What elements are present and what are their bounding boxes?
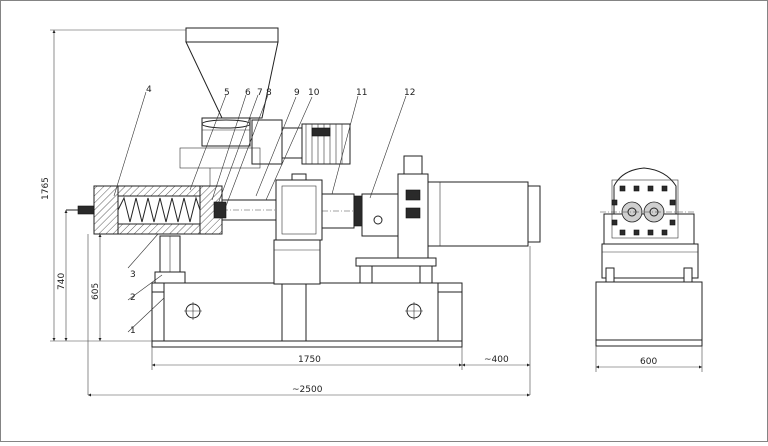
gearbox <box>273 173 363 285</box>
side-view: 1 2 3 4 5 6 7 8 9 10 11 12 1765 740 605 … <box>41 27 541 397</box>
callout-4: 4 <box>146 85 152 95</box>
dim-1765: 1765 <box>41 177 51 200</box>
callout-5: 5 <box>224 88 230 98</box>
callout-12: 12 <box>404 88 415 98</box>
dim-1750: 1750 <box>298 355 321 365</box>
callout-11: 11 <box>356 88 367 98</box>
dim-740: 740 <box>57 273 67 290</box>
barrel-screw <box>66 185 283 235</box>
dim-600: 600 <box>640 357 657 367</box>
callout-leaders <box>113 91 407 333</box>
callout-10: 10 <box>308 88 320 98</box>
feeder-motor <box>179 119 351 186</box>
callout-7: 7 <box>257 88 263 98</box>
main-motor <box>355 155 541 284</box>
callout-9: 9 <box>294 88 300 98</box>
callout-6: 6 <box>245 88 251 98</box>
dim-605: 605 <box>91 283 101 300</box>
dim-2500: ~2500 <box>292 385 323 395</box>
callout-3: 3 <box>130 270 136 280</box>
barrel-support <box>154 235 186 284</box>
end-view: 600 <box>595 167 703 372</box>
callout-1: 1 <box>130 326 136 336</box>
dim-400: ~400 <box>484 355 509 365</box>
hopper <box>185 27 279 147</box>
callout-8: 8 <box>266 88 272 98</box>
callout-2: 2 <box>130 293 136 303</box>
side-dimensions <box>50 29 531 397</box>
base-frame <box>151 282 463 348</box>
